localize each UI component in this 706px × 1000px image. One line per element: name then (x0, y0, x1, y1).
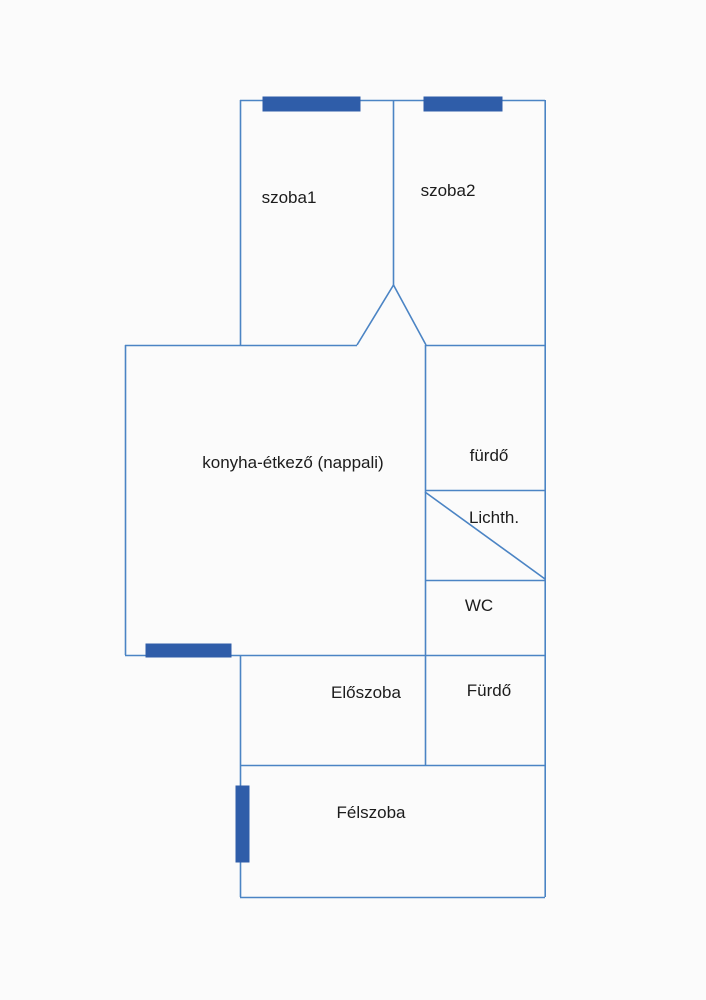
room-label-szoba1: szoba1 (262, 188, 317, 207)
door-swing-left-line (356, 284, 395, 346)
konyha-window (145, 643, 232, 658)
room-label-furdo-lower: Fürdő (467, 681, 511, 700)
room-label-felszoba: Félszoba (337, 803, 407, 822)
room-label-wc: WC (465, 596, 493, 615)
room-label-lichthof: Lichth. (469, 508, 519, 527)
felszoba-window (235, 785, 250, 863)
room-label-eloszoba: Előszoba (331, 683, 401, 702)
door-swing-right-line (392, 284, 427, 346)
szoba2-window (423, 96, 503, 112)
room-label-konyha: konyha-étkező (nappali) (202, 453, 383, 472)
szoba1-window (262, 96, 361, 112)
room-label-szoba2: szoba2 (421, 181, 476, 200)
room-label-furdo-upper: fürdő (470, 446, 509, 465)
lichthof-diagonal-line (424, 491, 546, 580)
